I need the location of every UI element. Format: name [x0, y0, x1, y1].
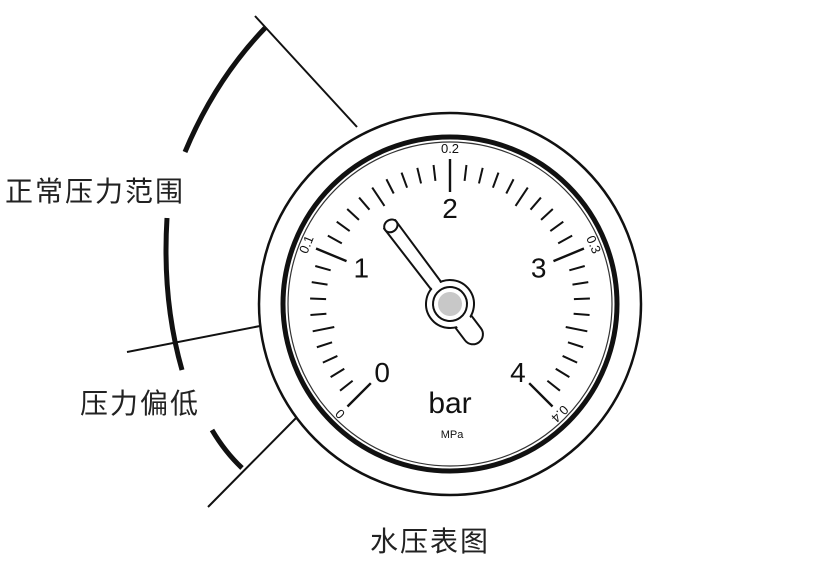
unit-bar-label: bar: [428, 387, 471, 420]
minor-tick: [314, 265, 331, 272]
minor-tick: [336, 220, 351, 232]
bar-scale-label: 3: [531, 252, 547, 283]
major-tick: [346, 382, 372, 408]
minor-tick: [572, 281, 589, 286]
minor-tick: [567, 341, 584, 349]
minor-tick: [416, 167, 423, 184]
label-low-pressure: 压力偏低: [80, 387, 201, 420]
minor-tick: [549, 220, 564, 232]
gauge-bezel-inner: [287, 141, 613, 467]
minor-tick: [330, 367, 345, 379]
minor-tick: [310, 312, 327, 316]
mpa-scale-label: 0.2: [441, 141, 459, 156]
needle-tip: [383, 218, 399, 234]
bar-scale-label: 4: [510, 357, 526, 388]
minor-tick: [385, 178, 395, 194]
gauge-needle: [383, 218, 484, 346]
major-tick: [315, 247, 347, 263]
minor-tick: [557, 234, 573, 245]
minor-tick: [400, 172, 409, 189]
minor-tick: [322, 355, 338, 364]
low-range-arc: [209, 428, 244, 470]
minor-tick: [555, 367, 570, 379]
normal-range-arc-lower: [163, 217, 185, 371]
minor-tick: [514, 187, 529, 207]
minor-tick: [562, 355, 578, 364]
major-tick: [553, 247, 585, 263]
bar-scale-label: 0: [374, 357, 390, 388]
minor-tick: [346, 208, 360, 221]
minor-tick: [546, 379, 561, 392]
minor-tick: [565, 326, 588, 333]
minor-tick: [573, 312, 590, 316]
leader-line-top: [254, 15, 358, 128]
minor-tick: [311, 281, 328, 286]
minor-tick: [310, 297, 327, 301]
leader-line-middle: [126, 325, 261, 353]
minor-tick: [491, 172, 500, 189]
minor-tick: [477, 167, 484, 184]
minor-tick: [432, 164, 437, 181]
needle-hub-cap: [438, 292, 462, 316]
major-tick: [528, 382, 554, 408]
minor-tick: [540, 208, 554, 221]
label-normal-range: 正常压力范围: [5, 175, 186, 208]
minor-tick: [312, 326, 335, 333]
leader-line-bottom: [207, 415, 299, 508]
minor-tick: [529, 196, 542, 211]
gauge-ticks: [310, 159, 590, 408]
minor-tick: [569, 265, 586, 272]
minor-tick: [316, 341, 333, 349]
minor-tick: [505, 178, 515, 194]
normal-range-arc-upper: [182, 26, 267, 153]
minor-tick: [327, 234, 343, 245]
mpa-scale-label: 0.1: [296, 233, 317, 255]
minor-tick: [339, 379, 354, 392]
minor-tick: [371, 187, 386, 207]
minor-tick: [358, 196, 371, 211]
minor-tick: [463, 164, 468, 181]
bar-scale-label: 1: [354, 252, 370, 283]
unit-mpa-label: MPa: [441, 429, 465, 441]
minor-tick: [573, 297, 590, 301]
mpa-scale-label: 0.3: [583, 233, 604, 255]
bar-scale-label: 2: [442, 193, 458, 224]
caption: 水压表图: [370, 525, 491, 558]
